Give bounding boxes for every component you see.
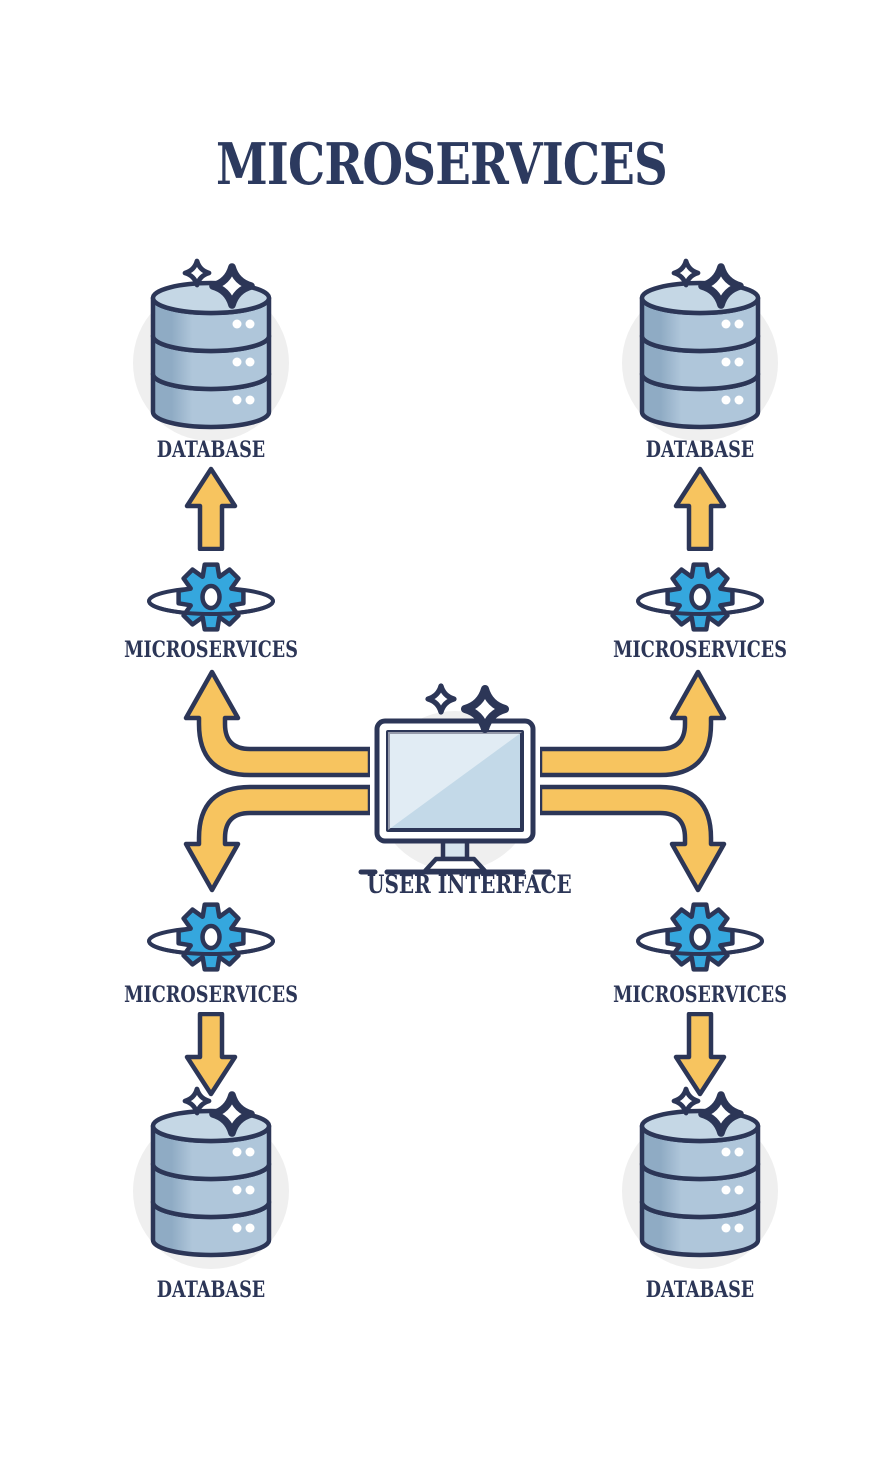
microservices-label: MICROSERVICES: [613, 982, 787, 1008]
microservices-gear-icon: [141, 893, 281, 983]
database-label: DATABASE: [645, 1277, 755, 1303]
database-icon: [116, 258, 306, 448]
page-title: MICROSERVICES: [216, 131, 668, 198]
database-label: DATABASE: [645, 437, 755, 463]
down-arrow-icon: [181, 1012, 241, 1097]
database-icon: [116, 1086, 306, 1276]
user-interface-label: USER INTERFACE: [367, 870, 572, 899]
database-label: DATABASE: [156, 1277, 266, 1303]
monitor-icon: [355, 673, 555, 903]
database-icon: [605, 1086, 795, 1276]
down-arrow-icon: [670, 1012, 730, 1097]
database-label: DATABASE: [156, 437, 266, 463]
microservices-gear-icon: [630, 553, 770, 643]
database-icon: [605, 258, 795, 448]
curved-branch-arrows-left: [180, 660, 370, 900]
microservices-label: MICROSERVICES: [613, 637, 787, 663]
microservices-label: MICROSERVICES: [124, 982, 298, 1008]
microservices-gear-icon: [141, 553, 281, 643]
up-arrow-icon: [670, 466, 730, 551]
microservices-label: MICROSERVICES: [124, 637, 298, 663]
curved-branch-arrows-right: [540, 660, 730, 900]
up-arrow-icon: [181, 466, 241, 551]
microservices-gear-icon: [630, 893, 770, 983]
